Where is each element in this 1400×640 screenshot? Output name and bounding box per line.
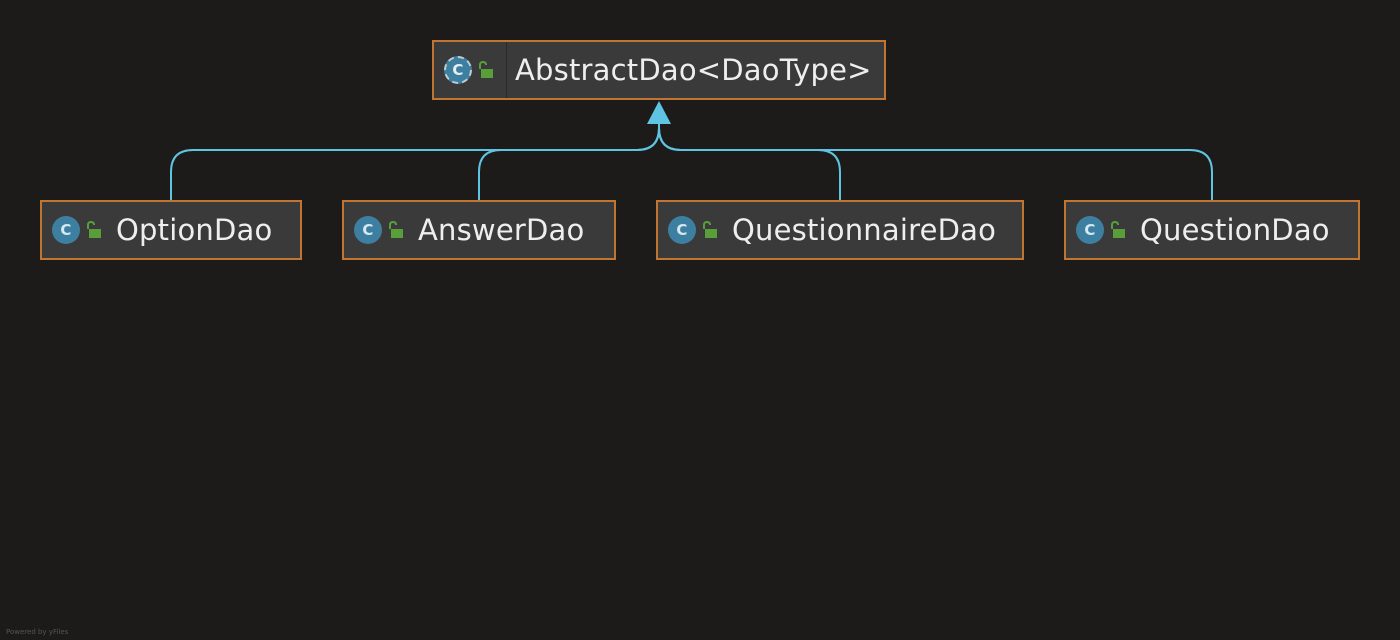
node-icon-cell: C <box>658 202 722 258</box>
class-name: AbstractDao<DaoType> <box>515 53 872 87</box>
node-icon-cell: C <box>1066 202 1130 258</box>
class-name: AnswerDao <box>418 213 585 247</box>
public-lock-icon <box>389 220 403 238</box>
edge-answerdao-to-abstractdao <box>478 118 660 200</box>
public-lock-icon <box>479 60 493 78</box>
node-icon-cell: C <box>344 202 408 258</box>
class-node-answerdao[interactable]: C AnswerDao <box>342 200 616 260</box>
class-name: QuestionDao <box>1140 213 1330 247</box>
public-lock-icon <box>703 220 717 238</box>
node-icon-cell: C <box>42 202 106 258</box>
class-icon: C <box>1076 216 1104 244</box>
public-lock-icon <box>1111 220 1125 238</box>
inheritance-arrowhead <box>647 101 671 124</box>
class-icon: C <box>354 216 382 244</box>
class-icon: C <box>52 216 80 244</box>
class-name: OptionDao <box>116 213 273 247</box>
abstract-class-icon: C <box>444 56 472 84</box>
edge-questionnairedao-to-abstractdao <box>658 118 841 200</box>
node-icon-cell: C <box>434 42 507 98</box>
class-icon: C <box>668 216 696 244</box>
edge-questiondao-to-abstractdao <box>658 118 1213 200</box>
footer-credit: Powered by yFiles <box>6 628 69 636</box>
public-lock-icon <box>87 220 101 238</box>
class-node-questionnairedao[interactable]: C QuestionnaireDao <box>656 200 1024 260</box>
class-node-questiondao[interactable]: C QuestionDao <box>1064 200 1360 260</box>
class-node-abstractdao[interactable]: C AbstractDao<DaoType> <box>432 40 886 100</box>
class-node-optiondao[interactable]: C OptionDao <box>40 200 302 260</box>
edge-optiondao-to-abstractdao <box>170 118 660 200</box>
class-name: QuestionnaireDao <box>732 213 997 247</box>
